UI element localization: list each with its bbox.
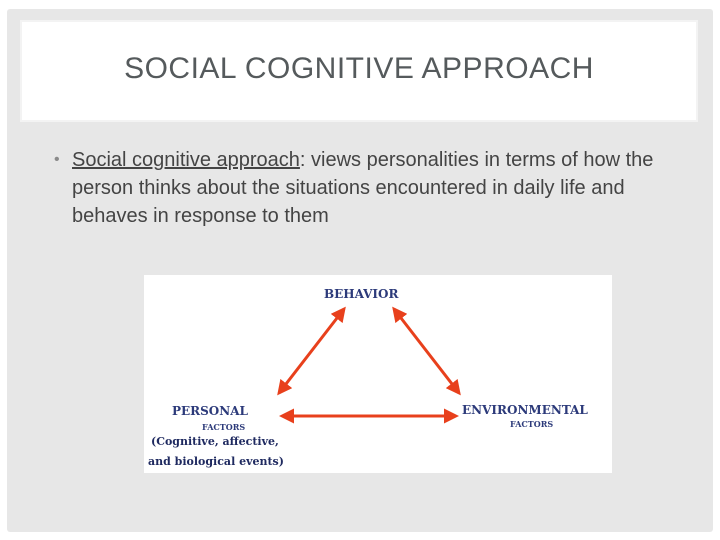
triad-arrows [277,306,461,424]
slide-title: SOCIAL COGNITIVE APPROACH [124,52,594,85]
title-band [20,20,698,122]
label-behavior: BEHAVIOR [324,287,399,301]
arrow-behavior-environmental [392,306,461,396]
bullet-text: Social cognitive approach: views persona… [72,146,692,230]
triad-diagram: BEHAVIOR PERSONAL FACTORS (Cognitive, af… [144,275,612,473]
bullet-term: Social cognitive approach [72,149,300,171]
bullet-definition: : views personalities in terms of how th… [72,149,654,227]
label-personal-note-line2: and biological events) [148,455,284,468]
label-environmental-factors: FACTORS [510,419,554,429]
label-personal-note-line1: (Cognitive, affective, [151,435,279,448]
arrow-behavior-personal [277,306,346,396]
label-environmental: ENVIRONMENTAL [462,403,588,417]
bullet-dot-icon: • [54,151,60,168]
label-personal: PERSONAL [172,404,248,418]
label-personal-factors: FACTORS [202,422,246,432]
